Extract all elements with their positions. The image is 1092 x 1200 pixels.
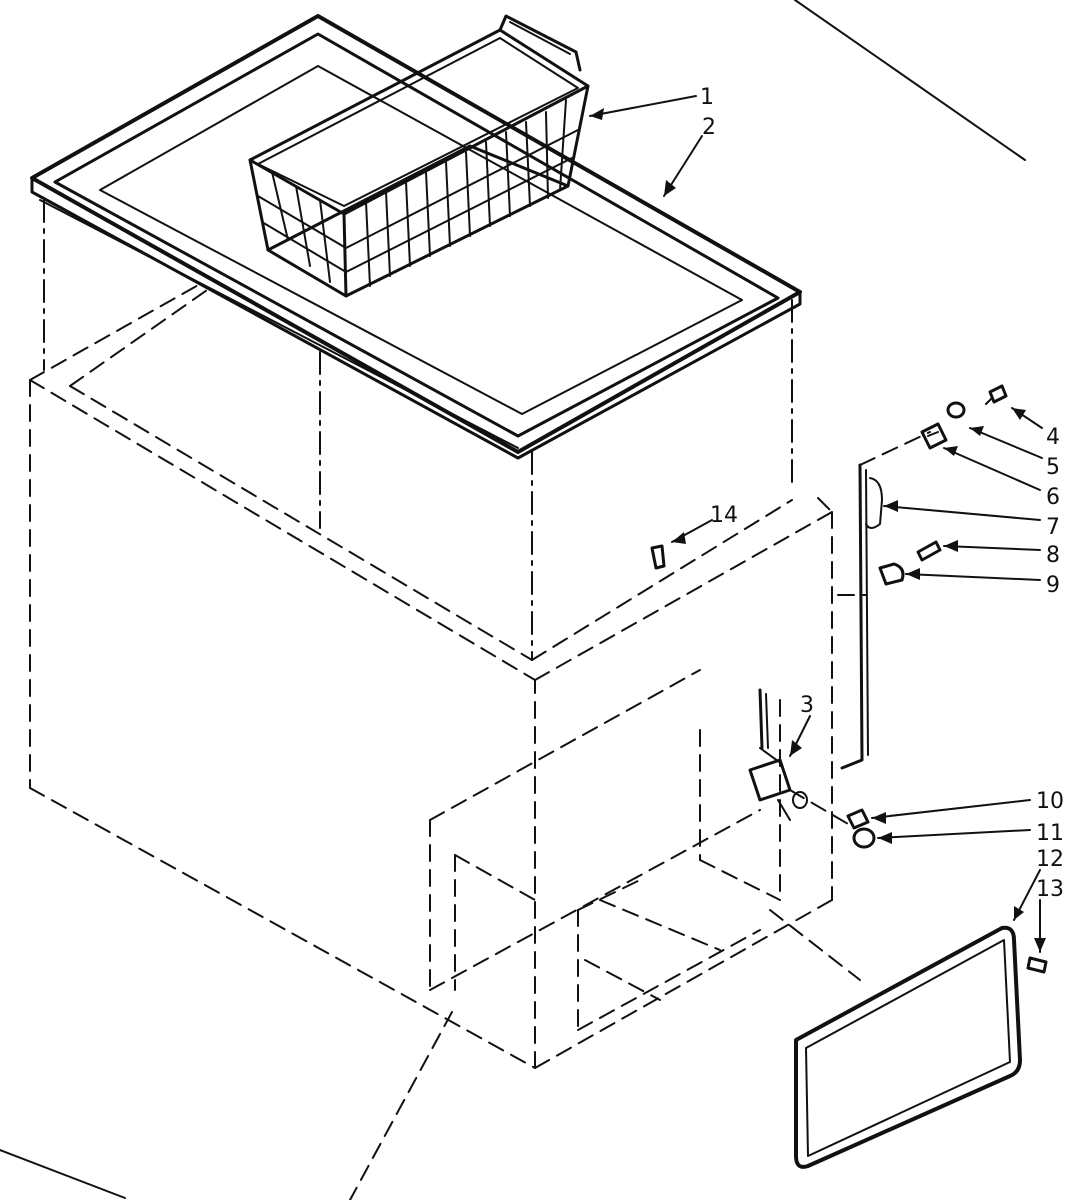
plug-part-14 [650,544,666,570]
clip-part-9 [878,562,905,586]
callout-11: 11 [1036,821,1064,846]
callout-12: 12 [1036,847,1064,872]
callout-labels: 1 2 3 4 5 6 7 8 9 10 11 12 13 14 [700,85,1064,902]
leader-lines [589,95,1043,953]
arrowheads [590,108,1046,952]
lid-rod-assembly [837,431,931,770]
callout-13: 13 [1036,877,1064,902]
access-panel-part-12 [769,909,1022,1169]
screw-part-4 [985,384,1008,405]
callout-4: 4 [1046,425,1060,450]
cabinet-hidden-lines [29,283,833,1200]
callout-10: 10 [1036,789,1064,814]
callout-3: 3 [800,693,814,718]
callout-2: 2 [702,115,716,140]
stray-lines [0,0,1026,1199]
callout-1: 1 [700,85,714,110]
thermostat-part-3 [748,688,856,829]
freezer-lid [30,14,802,460]
callout-14: 14 [710,503,738,528]
wire-basket [248,14,590,298]
knob-shaft-part-10 [846,808,870,830]
callout-9: 9 [1046,573,1060,598]
knob-part-11 [852,827,876,849]
callout-6: 6 [1046,485,1060,510]
washer-part-5 [946,401,966,419]
callout-5: 5 [1046,455,1060,480]
callout-7: 7 [1046,515,1060,540]
callout-8: 8 [1046,543,1060,568]
lid-body-hidden-lines [43,199,793,661]
screw-part-8 [916,540,942,562]
screw-part-13 [1026,956,1048,974]
bushing-part-6 [920,422,948,450]
